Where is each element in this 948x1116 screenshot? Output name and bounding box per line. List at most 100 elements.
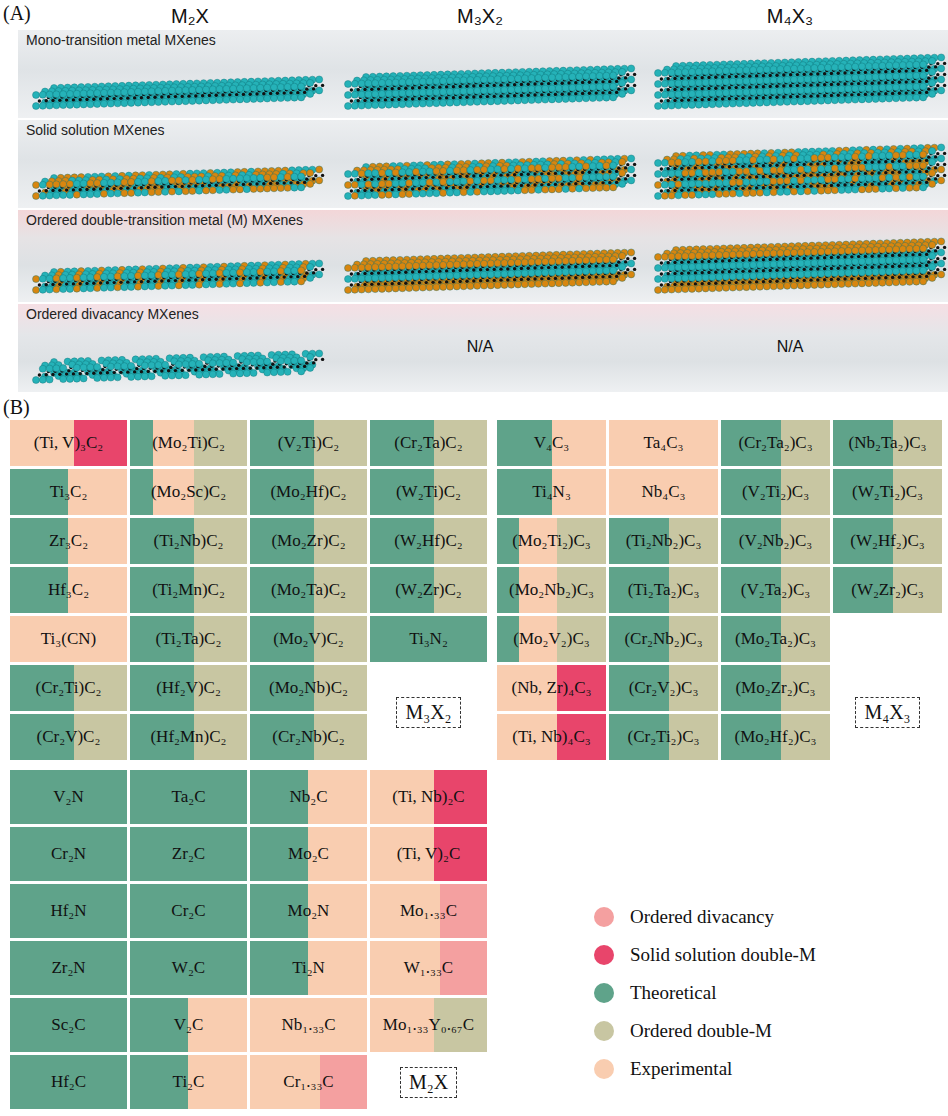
atom xyxy=(419,89,426,96)
atom xyxy=(804,76,811,83)
atom xyxy=(741,75,744,78)
atom xyxy=(694,76,697,79)
atom xyxy=(250,95,257,102)
atom xyxy=(929,79,936,86)
atom xyxy=(433,89,440,96)
atom xyxy=(413,89,420,96)
atom xyxy=(938,87,945,94)
atom xyxy=(927,76,930,79)
atom xyxy=(601,91,604,94)
atom xyxy=(271,95,278,102)
atom xyxy=(770,99,777,106)
atom xyxy=(721,97,724,100)
atom xyxy=(494,98,501,105)
atom xyxy=(215,94,218,97)
atom xyxy=(920,72,927,79)
atom xyxy=(508,86,515,93)
atom xyxy=(938,65,945,72)
atom xyxy=(721,75,724,78)
atom xyxy=(365,80,372,87)
atom xyxy=(406,101,413,108)
atom xyxy=(716,68,723,75)
atom xyxy=(181,95,184,98)
atom xyxy=(825,64,832,71)
atom xyxy=(486,95,489,98)
atom xyxy=(831,75,838,82)
atom xyxy=(789,95,792,98)
atom xyxy=(175,87,182,94)
atom xyxy=(321,84,324,87)
atom xyxy=(506,83,509,86)
atom xyxy=(372,102,379,109)
atom xyxy=(702,68,709,75)
atom xyxy=(474,98,481,105)
atom xyxy=(934,76,937,79)
atom xyxy=(479,84,482,87)
atom xyxy=(723,78,730,85)
atom xyxy=(857,82,860,85)
atom xyxy=(581,81,584,84)
atom xyxy=(668,69,675,76)
atom xyxy=(533,93,536,96)
atom xyxy=(680,99,683,102)
atom xyxy=(237,85,244,92)
atom xyxy=(167,95,170,98)
atom xyxy=(770,88,777,95)
atom xyxy=(169,87,176,94)
atom xyxy=(796,84,799,87)
atom xyxy=(838,86,845,93)
atom xyxy=(911,91,914,94)
atom xyxy=(763,77,770,84)
atom xyxy=(893,62,900,69)
atom xyxy=(494,87,501,94)
atom xyxy=(661,102,668,109)
atom xyxy=(365,91,372,98)
atom xyxy=(809,94,812,97)
atom xyxy=(555,96,562,103)
atom xyxy=(716,101,723,108)
atom xyxy=(494,76,501,83)
atom xyxy=(936,84,939,87)
atom xyxy=(316,76,323,83)
atom xyxy=(250,84,257,91)
atom xyxy=(249,92,252,95)
atom xyxy=(515,97,522,104)
atom xyxy=(797,87,804,94)
atom xyxy=(385,90,392,97)
atom xyxy=(216,97,223,104)
atom xyxy=(307,90,314,97)
atom xyxy=(51,99,54,102)
atom xyxy=(816,83,819,86)
atom xyxy=(237,96,244,103)
atom xyxy=(296,91,299,94)
atom xyxy=(775,74,778,77)
atom xyxy=(687,76,690,79)
atom xyxy=(175,98,182,105)
atom xyxy=(255,92,258,95)
atom xyxy=(735,97,738,100)
atom xyxy=(67,90,74,97)
atom xyxy=(818,75,825,82)
atom xyxy=(276,92,279,95)
atom xyxy=(782,84,785,87)
atom xyxy=(723,67,730,74)
atom xyxy=(521,97,528,104)
atom xyxy=(938,54,945,61)
atom xyxy=(825,86,832,93)
atom xyxy=(825,75,832,82)
atom xyxy=(472,95,475,98)
atom xyxy=(850,82,853,85)
atom xyxy=(811,64,818,71)
atom xyxy=(891,92,894,95)
atom xyxy=(391,98,394,101)
atom xyxy=(588,92,591,95)
atom xyxy=(818,86,825,93)
atom xyxy=(728,75,731,78)
atom xyxy=(569,84,576,91)
atom xyxy=(542,85,549,92)
atom xyxy=(797,98,804,105)
atom xyxy=(549,96,556,103)
atom xyxy=(291,94,298,101)
atom xyxy=(804,98,811,105)
atom xyxy=(392,90,399,97)
